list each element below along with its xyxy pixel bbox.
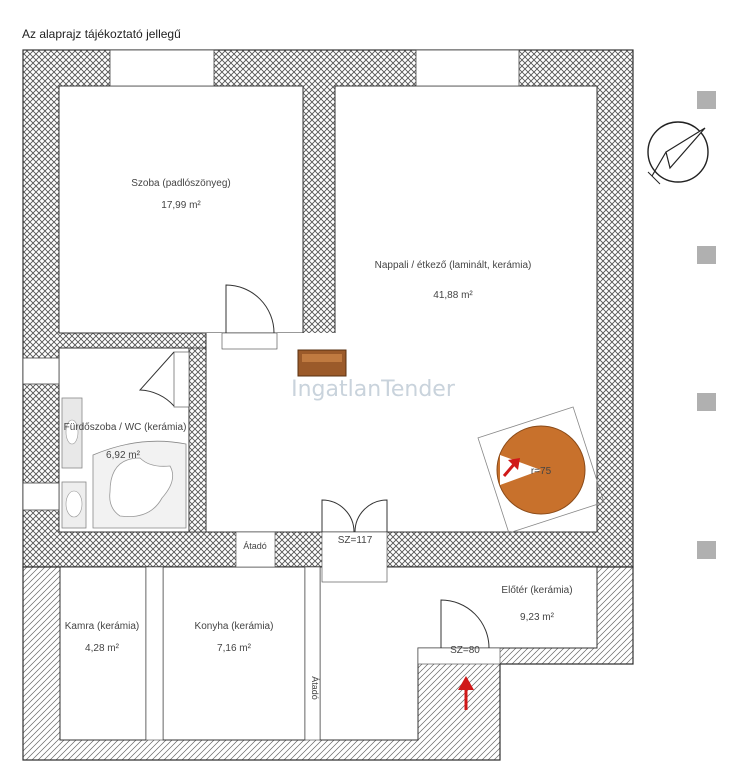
label-atado: Átadó <box>243 541 267 551</box>
entry-arrow-icon <box>458 676 474 710</box>
lower-walls <box>22 566 634 761</box>
room-area-furdo: 6,92 m² <box>106 450 141 461</box>
table-arrow-icon <box>502 458 520 477</box>
label-atado-vertical: Átadó <box>310 676 320 700</box>
room-name-eloter: Előtér (kerámia) <box>501 585 572 596</box>
watermark: IngatlanTender <box>291 377 456 402</box>
label-door-entry: SZ=80 <box>450 645 480 656</box>
label-door-main: SZ=117 <box>338 535 373 546</box>
side-markers <box>697 91 716 559</box>
label-table: r=75 <box>531 466 552 477</box>
cabinet-top <box>302 354 342 362</box>
room-name-nappali: Nappali / étkező (laminált, kerámia) <box>375 260 532 271</box>
doors <box>138 284 490 649</box>
round-table <box>477 406 605 534</box>
bathroom-fixtures <box>61 397 187 529</box>
cabinet <box>297 349 347 377</box>
room-area-nappali: 41,88 m² <box>433 290 473 301</box>
room-area-konyha: 7,16 m² <box>217 643 252 654</box>
room-area-eloter: 9,23 m² <box>520 612 555 623</box>
room-name-szoba: Szoba (padlószönyeg) <box>131 178 231 189</box>
compass-icon <box>647 121 709 185</box>
room-area-kamra: 4,28 m² <box>85 643 120 654</box>
room-area-szoba: 17,99 m² <box>161 200 201 211</box>
disclaimer-note: Az alaprajz tájékoztató jellegű <box>22 27 181 41</box>
room-name-kamra: Kamra (kerámia) <box>65 621 139 632</box>
room-name-furdo: Fürdőszoba / WC (kerámia) <box>64 422 187 433</box>
room-name-konyha: Konyha (kerámia) <box>195 621 274 632</box>
